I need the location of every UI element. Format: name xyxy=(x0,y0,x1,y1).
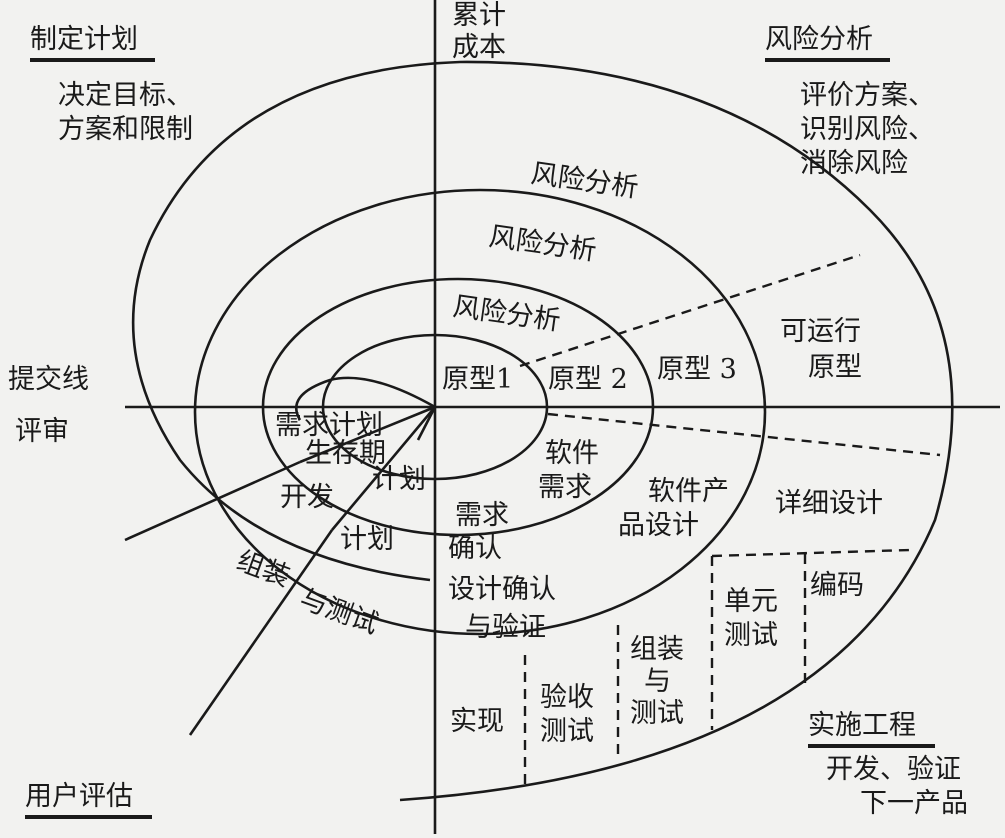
requirements-confirm-2: 确认 xyxy=(448,533,502,564)
plan-development-2: 计划 xyxy=(340,524,394,555)
dashed-sep-upper xyxy=(519,253,861,368)
quad-title-engineering: 实施工程 xyxy=(808,710,916,741)
coding: 编码 xyxy=(810,570,864,601)
acceptance-test-2: 测试 xyxy=(540,716,594,747)
axis-review: 评审 xyxy=(15,416,69,447)
software-requirements-1: 软件 xyxy=(545,438,599,469)
review-line-4 xyxy=(331,406,436,531)
plan-lifecycle-1: 生存期 xyxy=(305,438,386,469)
acceptance-test-1: 验收 xyxy=(540,682,594,713)
product-design-1: 软件产 xyxy=(648,476,729,507)
integration-test-2: 与 xyxy=(644,666,671,697)
unit-test-2: 测试 xyxy=(724,620,778,651)
axis-commit-line: 提交线 xyxy=(8,364,89,395)
dashed-top-row xyxy=(711,548,911,558)
dashed-sep-lower xyxy=(547,412,941,457)
detailed-design: 详细设计 xyxy=(775,488,883,519)
spiral-ring-1 xyxy=(321,333,549,481)
quad-desc-risk-3: 消除风险 xyxy=(800,148,908,179)
quad-desc-eng-1: 开发、验证 xyxy=(826,754,961,785)
plan-requirements: 需求计划 xyxy=(275,410,383,441)
risk-analysis-inner: 风险分析 xyxy=(451,291,562,337)
quad-desc-risk-2: 识别风险、 xyxy=(800,114,935,145)
prototype-1: 原型1 xyxy=(442,364,513,395)
operational-prototype-1: 可运行 xyxy=(780,316,861,347)
review-line-1 xyxy=(299,405,436,464)
plan-integration-2: 与测试 xyxy=(296,583,383,640)
quad-desc-plan-1: 决定目标、 xyxy=(58,80,193,111)
plan-lifecycle-2: 计划 xyxy=(372,464,426,495)
quad-title-evaluate: 用户评估 xyxy=(25,781,133,812)
implementation: 实现 xyxy=(450,706,504,737)
spiral-ring-3 xyxy=(193,188,767,636)
integration-test-3: 测试 xyxy=(630,698,684,729)
quad-desc-eng-2: 下一产品 xyxy=(860,788,968,819)
integration-test-1: 组装 xyxy=(630,634,684,665)
quad-desc-plan-2: 方案和限制 xyxy=(58,114,193,145)
software-requirements-2: 需求 xyxy=(538,472,592,503)
review-line-2 xyxy=(416,406,437,441)
product-design-2: 品设计 xyxy=(618,510,699,541)
plan-development-1: 开发 xyxy=(280,482,334,513)
prototype-2: 原型 2 xyxy=(548,364,628,395)
design-verify-2: 与验证 xyxy=(465,612,546,643)
review-line-5 xyxy=(188,529,334,736)
risk-analysis-middle: 风险分析 xyxy=(487,221,598,267)
operational-prototype-2: 原型 xyxy=(808,352,862,383)
spiral-ring-2 xyxy=(261,277,655,537)
quad-title-plan: 制定计划 xyxy=(30,24,138,55)
plan-integration-1: 组装 xyxy=(233,545,294,593)
requirements-confirm-1: 需求 xyxy=(455,500,509,531)
prototype-3: 原型 3 xyxy=(657,354,737,385)
axis-cost-2: 成本 xyxy=(452,32,506,63)
review-line-3 xyxy=(124,460,301,542)
spiral-inner-start xyxy=(294,376,436,421)
quad-title-risk: 风险分析 xyxy=(765,24,873,55)
unit-test-1: 单元 xyxy=(724,586,778,617)
design-verify-1: 设计确认 xyxy=(448,574,556,605)
spiral-outer-arc xyxy=(131,60,954,802)
quad-desc-risk-1: 评价方案、 xyxy=(800,80,935,111)
axis-cost-1: 累计 xyxy=(452,0,506,31)
